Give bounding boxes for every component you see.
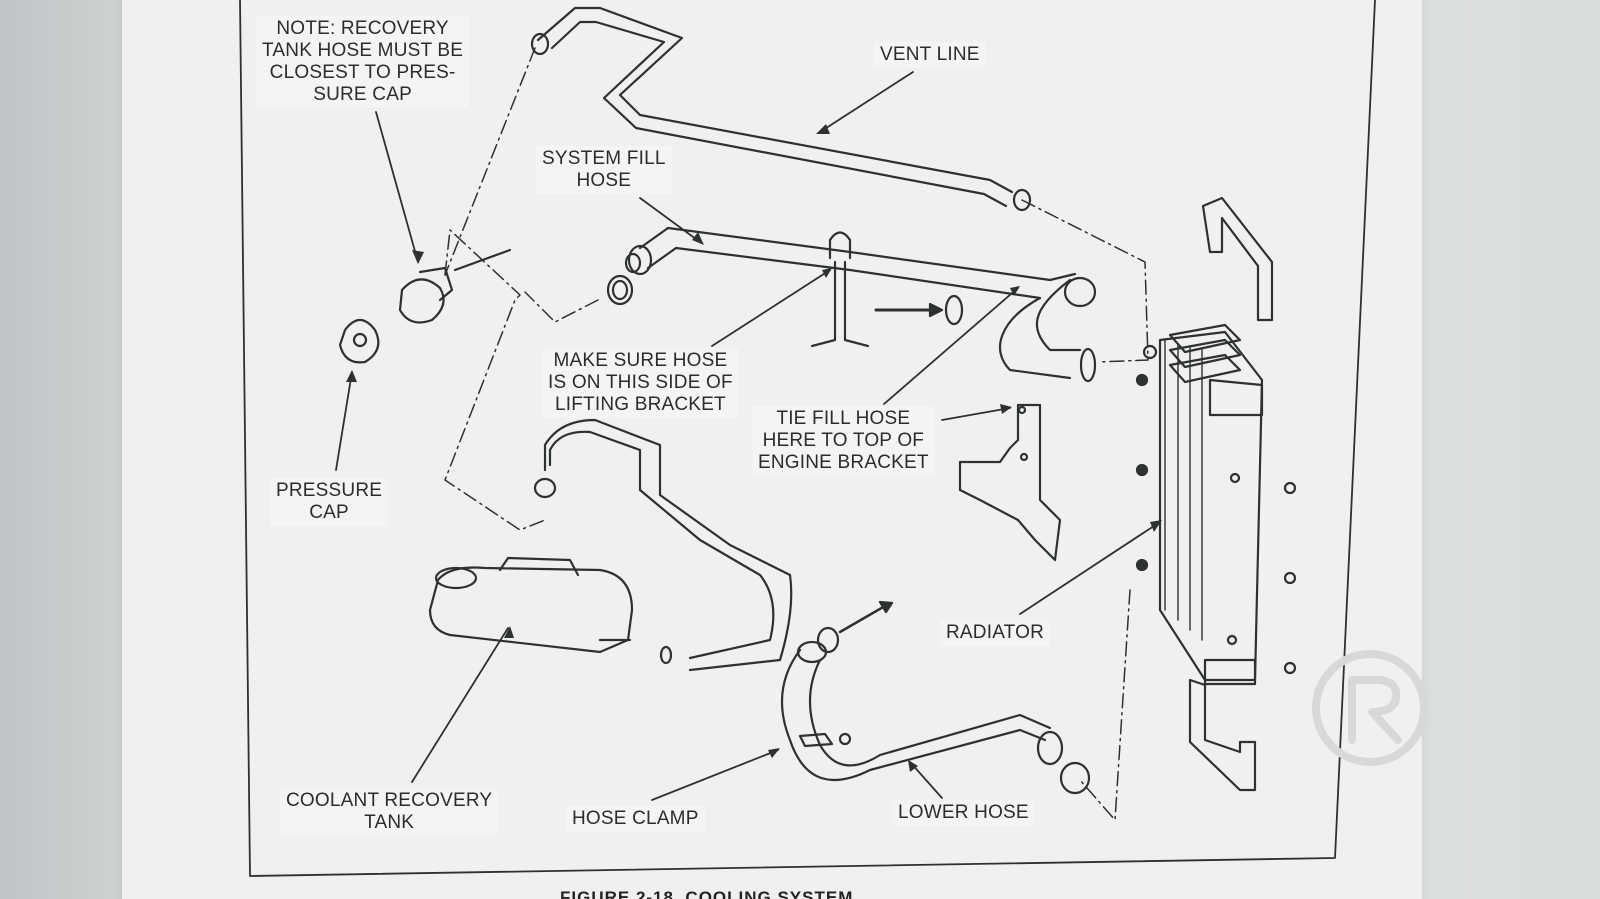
vent-line-tube (536, 6, 1014, 194)
coolant-recovery-tank-line-2: TANK (364, 812, 415, 833)
system-fill-hose-line-2: HOSE (576, 170, 632, 191)
make-sure-hose-label: MAKE SURE HOSE IS ON THIS SIDE OF LIFTIN… (542, 348, 739, 418)
vent-top-clamp (530, 32, 550, 56)
recovery-tank-hose (548, 430, 775, 660)
radiator-text: RADIATOR (946, 622, 1045, 643)
lifting-bracket (810, 231, 870, 348)
hose-clamp-text: HOSE CLAMP (572, 808, 699, 829)
note-line-1: NOTE: RECOVERY (276, 18, 449, 39)
note-label: NOTE: RECOVERY TANK HOSE MUST BE CLOSEST… (256, 16, 470, 108)
diagram-frame (239, 0, 1376, 877)
tie-fill-hose-label: TIE FILL HOSE HERE TO TOP OF ENGINE BRAC… (752, 406, 935, 476)
vent-line-label: VENT LINE (874, 42, 986, 68)
tie-fill-hose-line-3: ENGINE BRACKET (758, 452, 929, 473)
system-fill-hose-label: SYSTEM FILL HOSE (536, 146, 672, 194)
upper-hose-elbow (998, 296, 1072, 380)
make-sure-hose-line-2: IS ON THIS SIDE OF (548, 372, 733, 393)
hose-clamp-label: HOSE CLAMP (566, 806, 705, 832)
coolant-recovery-tank-label: COOLANT RECOVERY TANK (280, 788, 499, 836)
tie-fill-hose-line-2: HERE TO TOP OF (762, 430, 925, 451)
lower-hose-label: LOWER HOSE (892, 800, 1035, 826)
figure-caption: FIGURE 2-18. COOLING SYSTEM (560, 888, 854, 899)
filler-neck (398, 278, 445, 324)
make-sure-hose-line-3: LIFTING BRACKET (554, 394, 726, 415)
coolant-recovery-tank-line-1: COOLANT RECOVERY (286, 790, 493, 811)
watermark-registered (1312, 650, 1428, 766)
radiator-bottom-bracket (1188, 678, 1257, 792)
note-line-4: SURE CAP (313, 84, 412, 105)
radiator-top-bracket (1201, 196, 1274, 322)
pressure-cap-label: PRESSURE CAP (270, 478, 389, 526)
lower-hose (780, 648, 1047, 782)
system-fill-hose-line-1: SYSTEM FILL (542, 148, 666, 169)
pressure-cap (338, 318, 380, 364)
pressure-cap-line-1: PRESSURE (276, 480, 383, 501)
lower-hose-end (1036, 730, 1064, 766)
fill-hose-end (627, 244, 653, 276)
note-line-3: CLOSEST TO PRES- (269, 62, 456, 83)
radiator-label: RADIATOR (940, 620, 1051, 646)
fill-hose-clamp (606, 274, 634, 306)
engine-bracket (958, 403, 1062, 562)
lower-hose-text: LOWER HOSE (898, 802, 1029, 823)
tank-hose-clamp (533, 477, 557, 499)
make-sure-hose-line-1: MAKE SURE HOSE (553, 350, 728, 371)
vent-line-clamp (1012, 188, 1032, 212)
note-line-2: TANK HOSE MUST BE (262, 40, 464, 61)
hose-clamp-band (798, 732, 834, 748)
pressure-cap-line-2: CAP (309, 502, 349, 523)
vent-line-text: VENT LINE (880, 44, 980, 65)
tie-fill-hose-line-1: TIE FILL HOSE (776, 408, 911, 429)
lower-hose-top-clamp (796, 640, 828, 664)
